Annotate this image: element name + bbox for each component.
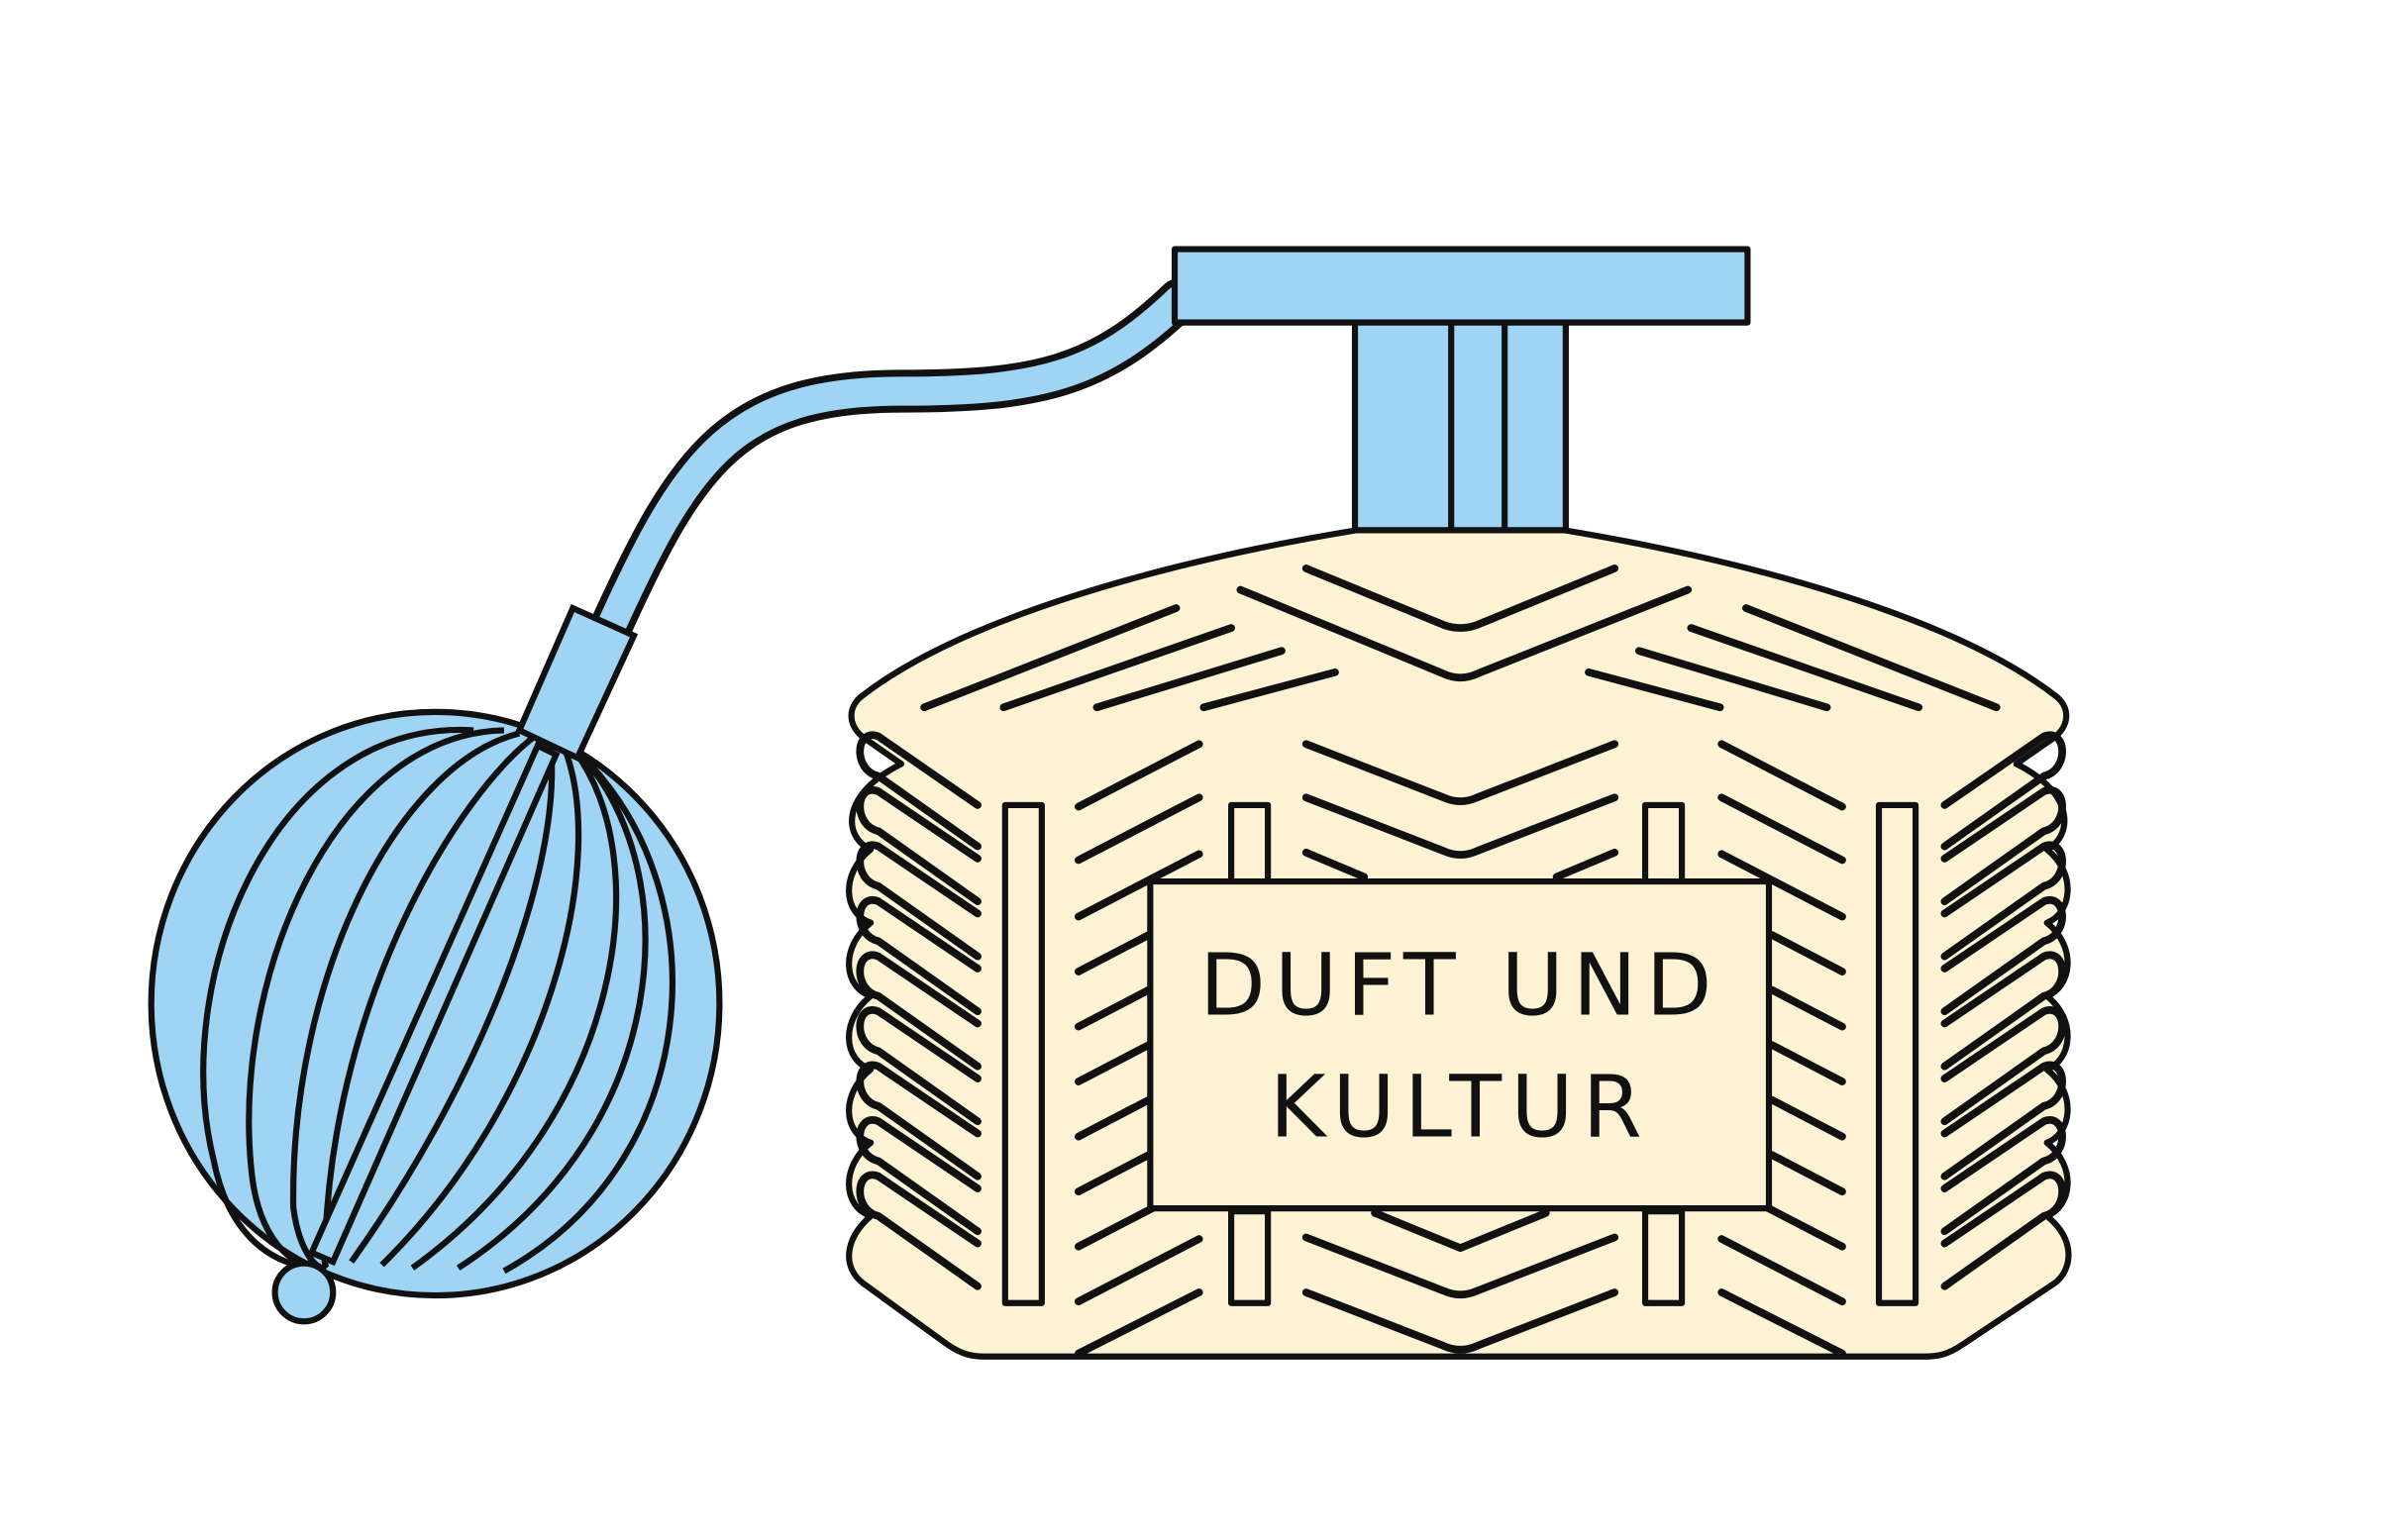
label-line-1: DUFT UND: [1199, 936, 1720, 1035]
perfume-bottle-icon: [846, 527, 2072, 1360]
atomizer-tube-icon: [589, 277, 1201, 649]
spray-cap-icon: [1171, 246, 1751, 535]
label-panel: [1147, 878, 1773, 1212]
label-line-2: KULTUR: [1270, 1059, 1651, 1158]
atomizer-bulb-icon: [148, 603, 723, 1325]
